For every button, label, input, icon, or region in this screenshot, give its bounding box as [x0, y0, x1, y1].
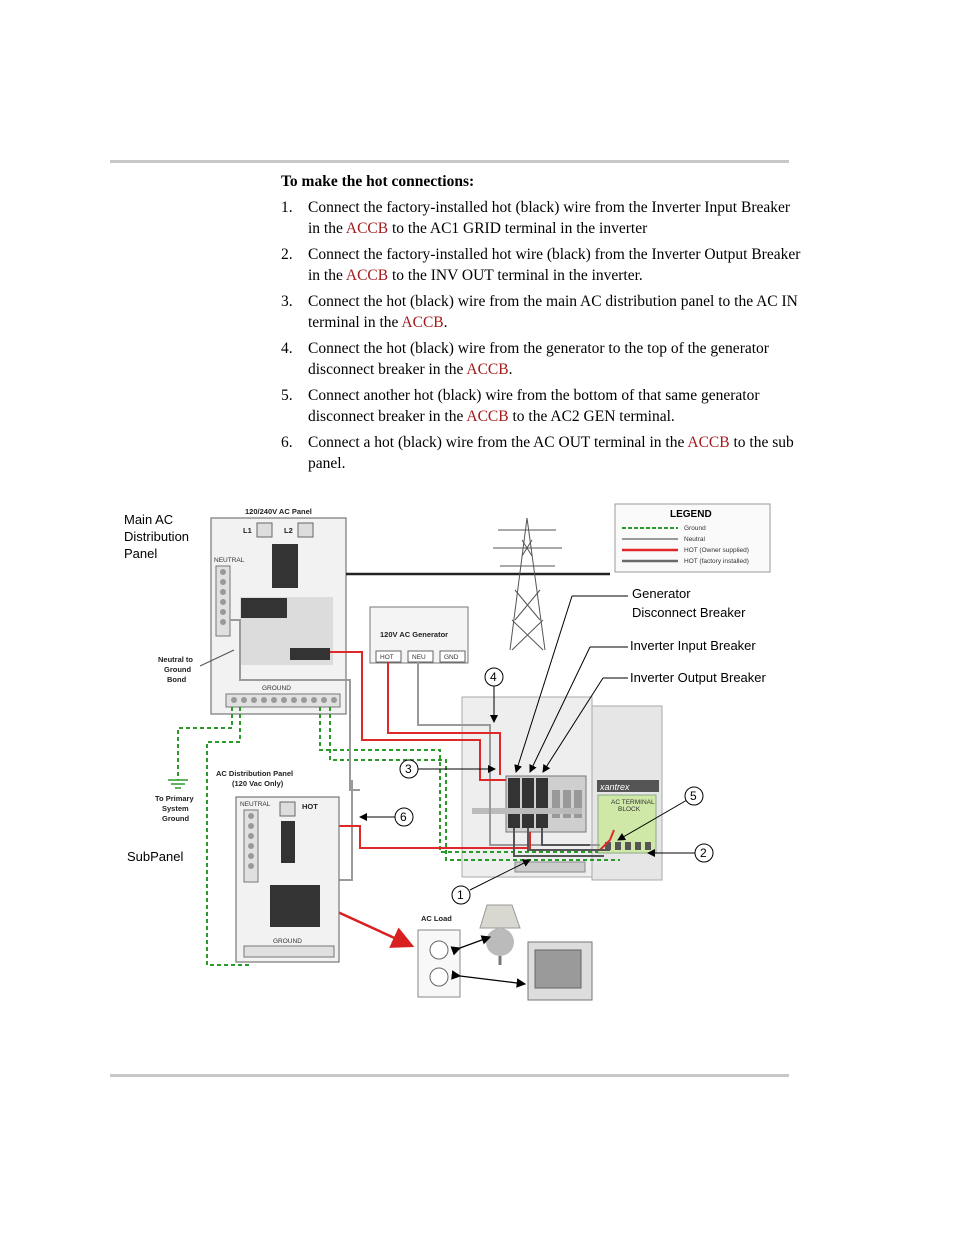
step-text: to the AC1 GRID terminal in the inverter — [388, 219, 648, 237]
step-number: 3. — [281, 293, 293, 310]
neutral-bond-1: Neutral to — [158, 655, 193, 664]
step-item: 3. Connect the hot (black) wire from the … — [281, 292, 801, 333]
main-panel-title: 120/240V AC Panel — [245, 507, 312, 516]
gen-neu: NEU — [412, 654, 426, 661]
step-number: 1. — [281, 199, 293, 216]
step-text: Connect the factory-installed hot (black… — [308, 199, 791, 237]
accb-link[interactable]: ACCB — [687, 434, 730, 451]
step-item: 6. Connect a hot (black) wire from the AC… — [281, 433, 801, 474]
factory-hot-wiring — [513, 828, 610, 857]
television-icon — [527, 941, 593, 1001]
callout-num: 3 — [405, 762, 412, 776]
lamp-icon — [479, 904, 521, 965]
transmission-tower-icon — [493, 517, 562, 651]
l2-label: L2 — [284, 526, 293, 535]
callout-2 — [694, 843, 714, 863]
legend-item: HOT (factory installed) — [684, 558, 749, 565]
main-panel-label-1: Main AC — [124, 512, 173, 527]
step-text: Connect the hot (black) wire from the ge… — [308, 340, 769, 378]
sub-panel: AC Distribution Panel (120 Vac Only) NEU… — [216, 769, 340, 963]
generator-title: 120V AC Generator — [380, 630, 448, 639]
callout-num: 1 — [457, 888, 464, 902]
step-text: Connect the factory-installed hot wire (… — [308, 246, 801, 284]
main-neutral-label: NEUTRAL — [214, 557, 245, 564]
ground-symbol-icon — [168, 779, 188, 789]
terminal-block-2: BLOCK — [618, 806, 641, 813]
callout-4 — [484, 667, 504, 687]
sub-panel-title-2: (120 Vac Only) — [232, 779, 284, 788]
step-text: Connect another hot (black) wire from th… — [308, 387, 760, 425]
brand-label: xantrex — [599, 782, 630, 792]
main-panel-label-2: Distribution — [124, 529, 189, 544]
legend-item: Neutral — [684, 536, 706, 543]
step-number: 2. — [281, 246, 293, 263]
callout-num: 6 — [400, 810, 407, 824]
legend-item: HOT (Owner supplied) — [684, 547, 749, 554]
step-text: Connect the hot (black) wire from the ma… — [308, 293, 798, 331]
main-panel-label-3: Panel — [124, 546, 157, 561]
sub-hot-label: HOT — [302, 802, 318, 811]
gen-gnd: GND — [444, 654, 459, 661]
generator: 120V AC Generator HOT NEU GND — [369, 606, 469, 664]
sub-neutral-label: NEUTRAL — [240, 801, 271, 808]
step-number: 5. — [281, 387, 293, 404]
main-ground-label: GROUND — [262, 685, 291, 692]
callout-6 — [394, 807, 414, 827]
accb-link[interactable]: ACCB — [345, 266, 389, 284]
inverter-input-label: Inverter Input Breaker — [630, 638, 756, 653]
step-item: 4. Connect the hot (black) wire from the … — [281, 339, 801, 380]
legend-title: LEGEND — [670, 509, 712, 520]
legend: LEGEND Ground Neutral HOT (Owner supplie… — [614, 503, 771, 573]
inverter-output-label: Inverter Output Breaker — [630, 670, 767, 685]
callout-num: 5 — [690, 789, 697, 803]
accb-link[interactable]: ACCB — [401, 313, 444, 331]
accb-link[interactable]: ACCB — [466, 360, 509, 378]
l1-label: L1 — [243, 526, 252, 535]
section-heading: To make the hot connections: — [281, 173, 475, 190]
callout-5 — [684, 786, 704, 806]
callout-num: 4 — [490, 670, 497, 684]
step-text: . — [508, 360, 513, 378]
neutral-bond-3: Bond — [167, 675, 187, 684]
wiring-diagram: 120/240V AC Panel L1 L2 NEUTRAL GROUND M… — [124, 503, 771, 1005]
main-ac-panel: 120/240V AC Panel L1 L2 NEUTRAL GROUND — [210, 507, 347, 715]
callout-1 — [451, 885, 471, 905]
step-text: to the sub panel. — [308, 434, 794, 472]
step-item: 1. Connect the factory-installed hot (bla… — [281, 198, 801, 239]
neutral-bond-2: Ground — [164, 665, 191, 674]
callout-num: 2 — [700, 846, 707, 860]
callout-3 — [399, 759, 419, 779]
primary-ground-2: System — [162, 804, 189, 813]
ground-wiring — [177, 707, 620, 966]
generator-breaker-label-1: Generator — [632, 586, 691, 601]
accb-link[interactable]: ACCB — [466, 407, 509, 425]
step-number: 6. — [281, 434, 293, 451]
outlet-icon — [417, 929, 461, 998]
bottom-rule — [110, 1074, 789, 1077]
ac-load-label: AC Load — [421, 914, 452, 923]
step-text: to the AC2 GEN terminal. — [508, 407, 675, 425]
primary-ground-3: Ground — [162, 814, 189, 823]
steps-list: 1. Connect the factory-installed hot (bla… — [281, 198, 801, 480]
primary-ground-1: To Primary — [155, 794, 194, 803]
step-item: 2. Connect the factory-installed hot wire… — [281, 245, 801, 286]
step-item: 5. Connect another hot (black) wire from … — [281, 386, 801, 427]
step-text: Connect a hot (black) wire from the AC O… — [308, 434, 688, 451]
subpanel-label: SubPanel — [127, 849, 183, 864]
terminal-block-1: AC TERMINAL — [611, 799, 655, 806]
accb-link[interactable]: ACCB — [345, 219, 389, 237]
sub-panel-title-1: AC Distribution Panel — [216, 769, 293, 778]
step-number: 4. — [281, 340, 293, 357]
generator-breaker-label-2: Disconnect Breaker — [632, 605, 746, 620]
legend-item: Ground — [684, 525, 706, 532]
step-text: . — [443, 313, 448, 331]
gen-hot: HOT — [380, 654, 394, 661]
top-rule — [110, 160, 789, 163]
sub-ground-label: GROUND — [273, 938, 302, 945]
step-text: to the INV OUT terminal in the inverter. — [388, 266, 643, 284]
